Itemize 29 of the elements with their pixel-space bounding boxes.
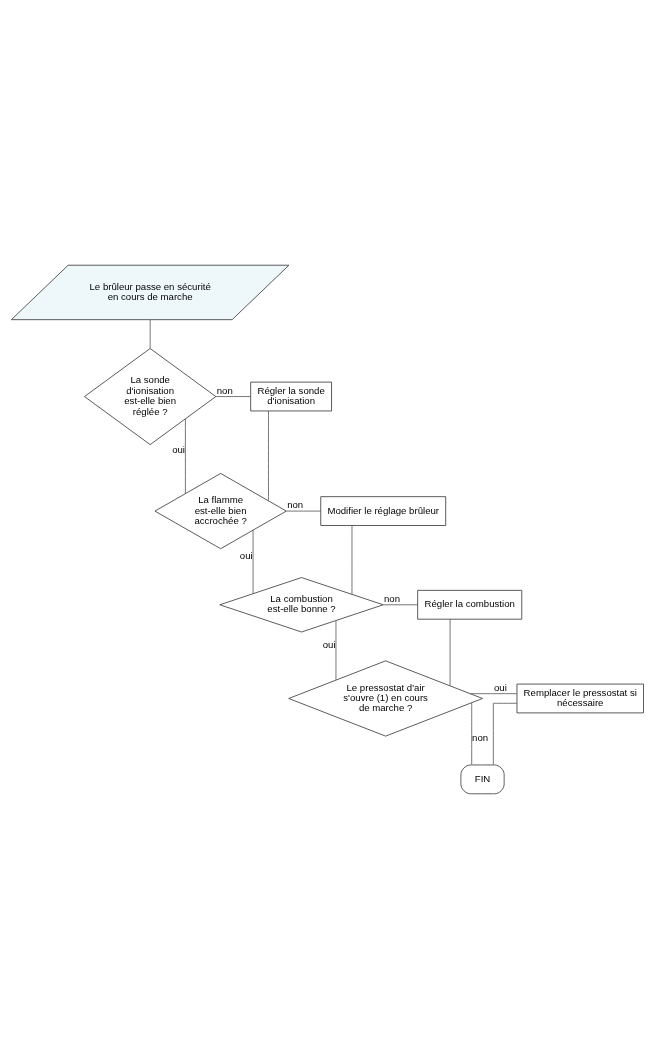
connector bbox=[252, 529, 254, 594]
connector bbox=[471, 702, 473, 766]
node-diamond: La flamme est-elle bien accrochée ? bbox=[154, 473, 287, 550]
edge-label: non bbox=[384, 593, 401, 605]
connector bbox=[449, 618, 451, 687]
node-box: FIN bbox=[460, 764, 505, 795]
edge-label: oui bbox=[322, 638, 336, 650]
node-box: Modifier le réglage brûleur bbox=[320, 496, 447, 526]
connector bbox=[185, 418, 186, 494]
connector bbox=[351, 525, 353, 595]
connector bbox=[492, 702, 518, 766]
node-box: Régler la combustion bbox=[417, 589, 523, 620]
connector bbox=[286, 510, 322, 512]
edge-label: oui bbox=[494, 681, 507, 693]
edge-label: non bbox=[216, 384, 233, 396]
node-diamond: La sonde d'ionisation est-elle bien réglée ? bbox=[84, 348, 217, 445]
node-diamond: La combustion est-elle bonne ? bbox=[219, 577, 384, 633]
connector bbox=[268, 410, 269, 502]
connector bbox=[215, 396, 251, 397]
connector bbox=[149, 319, 151, 349]
connector bbox=[470, 693, 518, 695]
connector bbox=[383, 604, 418, 606]
edge-label: non bbox=[287, 499, 304, 511]
edge-label: oui bbox=[239, 550, 253, 562]
connector bbox=[335, 620, 337, 681]
node-diamond: Le pressostat d'air s'ouvre (1) en cours de marche ? bbox=[288, 660, 483, 737]
edge-label: oui bbox=[172, 444, 185, 456]
node-box: Régler la sonde d'ionisation bbox=[250, 381, 332, 412]
node-box: Remplacer le pressostat si nécessaire bbox=[516, 683, 644, 714]
